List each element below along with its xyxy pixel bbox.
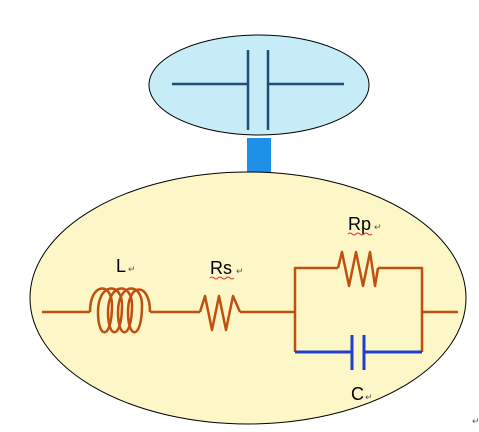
series-resistor-label: Rs xyxy=(210,258,232,278)
ideal-capacitor-symbol xyxy=(172,50,344,130)
paragraph-mark: ↵ xyxy=(128,264,136,274)
series-resistor-zigzag xyxy=(198,294,242,332)
paragraph-mark: ↵ xyxy=(472,416,479,426)
paragraph-mark: ↵ xyxy=(374,222,382,232)
paragraph-mark: ↵ xyxy=(236,266,244,276)
parallel-resistor-label: Rp xyxy=(348,214,371,234)
circuit-wires xyxy=(42,266,458,352)
top-ellipse xyxy=(148,34,370,136)
capacitor-branch xyxy=(295,335,422,370)
parallel-resistor-zigzag xyxy=(336,250,380,288)
spellcheck-underline xyxy=(209,276,235,280)
paragraph-mark: ↵ xyxy=(365,392,373,402)
capacitor-label: C xyxy=(351,384,364,404)
inductor-label: L xyxy=(116,256,126,276)
inductor-coil xyxy=(88,287,152,334)
spellcheck-underline xyxy=(347,232,373,236)
bottom-ellipse xyxy=(29,171,467,425)
